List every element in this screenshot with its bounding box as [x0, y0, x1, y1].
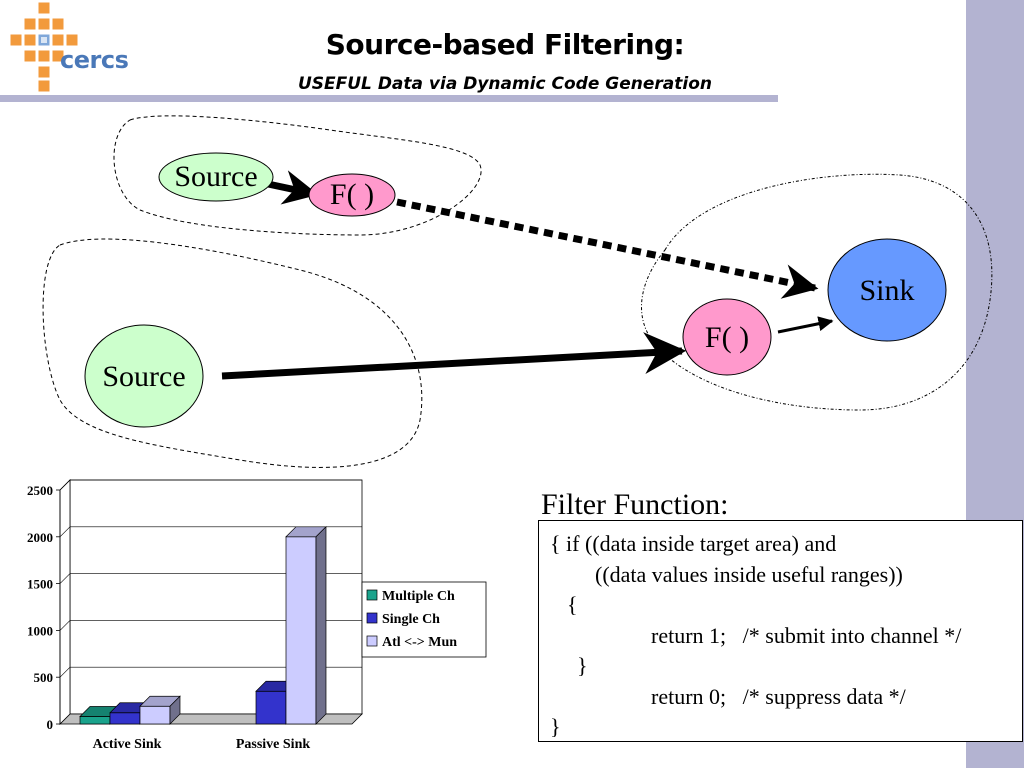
logo-grid-icon [9, 1, 79, 93]
code-line: return 1; /* submit into channel */ [651, 623, 962, 648]
dotted-filter-to-sink-arrow [396, 198, 819, 299]
x-category-label: Passive Sink [236, 737, 311, 752]
logo-text: cercs [60, 46, 129, 74]
slide-subtitle: USEFUL Data via Dynamic Code Generation [297, 74, 712, 94]
slide-title: Source-based Filtering: [325, 28, 685, 61]
filter-code-box: { if ((data inside target area) and ((da… [538, 520, 1023, 742]
y-tick-label: 2000 [27, 530, 53, 545]
filter-right-node [682, 298, 772, 376]
source-top-label: Source [174, 160, 257, 193]
chart-bar [255, 690, 287, 725]
source-bottom-node [84, 324, 204, 428]
chart-bar-side [169, 695, 181, 725]
chart-gridline [59, 479, 71, 491]
code-line: } [577, 653, 588, 678]
sink-node [827, 238, 947, 342]
legend-swatch [366, 635, 378, 647]
chart-gridline [59, 666, 71, 678]
filter-top-node [308, 173, 396, 217]
source-bottom-label: Source [102, 360, 185, 393]
left-region-outline [42, 238, 423, 468]
legend-swatch [366, 612, 378, 624]
source-to-remote-filter-arrow [221, 332, 687, 380]
chart-gridline [59, 573, 71, 584]
chart-gridline [59, 526, 71, 538]
code-line: } [550, 714, 561, 739]
filter-right-label: F( ) [705, 321, 749, 354]
code-line: ((data values inside useful ranges)) [595, 562, 903, 587]
top-region-outline [113, 115, 482, 236]
y-tick-label: 1000 [27, 623, 53, 638]
chart-legend [361, 581, 487, 658]
y-tick-label: 1500 [27, 577, 53, 592]
chart-gridline [59, 620, 71, 631]
source-to-filter-arrow [267, 170, 319, 205]
y-tick-label: 500 [34, 670, 54, 685]
source-top-node [158, 152, 274, 202]
chart-bar [109, 712, 141, 725]
filtering-diagram: Source F( ) Source F( ) Sink [42, 115, 993, 468]
code-heading: Filter Function: [541, 488, 729, 521]
sink-label: Sink [859, 274, 914, 307]
x-category-label: Active Sink [93, 737, 162, 752]
legend-swatch [366, 589, 378, 601]
code-line: { [567, 592, 578, 617]
chart-bar [285, 536, 317, 725]
legend-label: Multiple Ch [382, 589, 455, 604]
chart-bar [139, 705, 171, 725]
filter-to-sink-arrow [777, 316, 834, 334]
cercs-logo: cercs [0, 0, 140, 95]
chart-bar [79, 716, 111, 725]
y-tick-label: 0 [47, 717, 54, 732]
code-line: return 0; /* suppress data */ [651, 684, 906, 709]
code-line: { if ((data inside target area) and [550, 531, 837, 556]
right-region-outline [641, 173, 993, 411]
title-underline [0, 95, 778, 102]
legend-label: Single Ch [382, 612, 440, 627]
filter-top-label: F( ) [330, 178, 374, 211]
y-tick-label: 2500 [27, 483, 53, 498]
legend-label: Atl <-> Mun [382, 635, 457, 650]
chart-bar-side [315, 525, 327, 725]
chart-side-wall [59, 479, 71, 725]
